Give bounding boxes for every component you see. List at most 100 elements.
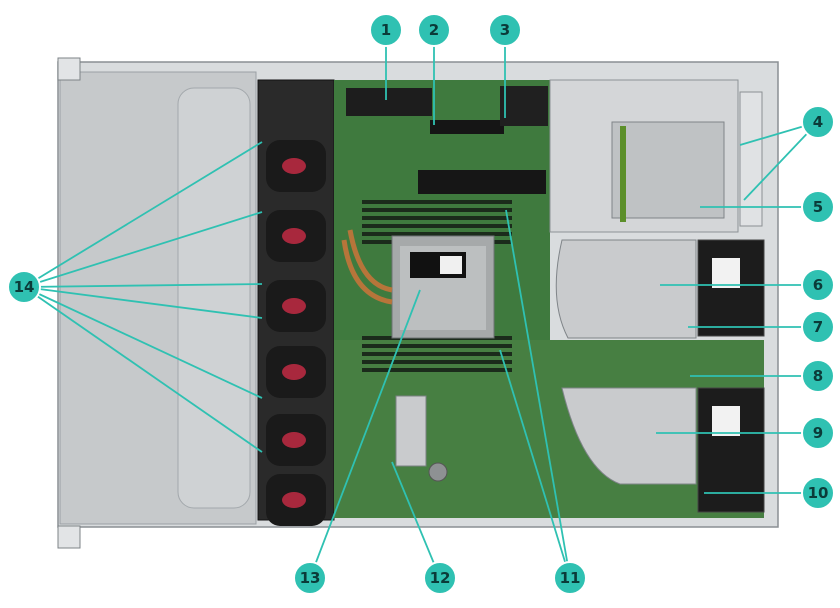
callout-4-label: 4 (813, 113, 823, 131)
callout-leader-lines (23, 30, 819, 579)
dimm-slot (362, 200, 512, 204)
fan-module (266, 474, 326, 526)
callout-11: 11 (553, 561, 587, 595)
callout-14-leader-line (23, 283, 263, 288)
callout-12-badge (423, 561, 457, 595)
callout-4-leader-line (743, 121, 819, 201)
dimm-slot (362, 224, 512, 228)
callout-14-leader-line (23, 286, 263, 319)
fan-hub (282, 432, 306, 448)
dimm-slot (362, 352, 512, 356)
heat-pipe (341, 239, 393, 305)
riser-cage-bracket (561, 387, 697, 485)
embedded-port-bracket (395, 395, 427, 467)
front-drive-bay-inner (177, 87, 251, 509)
callout-5: 5 (801, 190, 835, 224)
callout-14-leader-line (23, 286, 263, 453)
callout-1-label: 1 (381, 21, 391, 39)
callout-3-badge (488, 13, 522, 47)
dimm-slot (362, 344, 512, 348)
callout-13: 13 (293, 561, 327, 595)
callout-13-badge (293, 561, 327, 595)
callout-11-badge (553, 561, 587, 595)
fan-array (266, 140, 326, 526)
callout-8: 8 (801, 359, 835, 393)
riser-label (712, 406, 740, 436)
callout-6: 6 (801, 268, 835, 302)
heatsink-label-text-area (440, 256, 462, 274)
rear-drive-carrier (611, 121, 725, 219)
callout-2-label: 2 (429, 21, 439, 39)
callout-12-leader-line (391, 461, 441, 579)
callout-11-label: 11 (560, 569, 581, 587)
callout-14: 14 (7, 270, 41, 304)
front-ear-top (57, 57, 81, 81)
fan-module (266, 210, 326, 262)
callout-12: 12 (423, 561, 457, 595)
callout-1: 1 (369, 13, 403, 47)
callout-14-leader-line (23, 211, 263, 288)
heat-pipes (341, 229, 393, 305)
heat-pipe (347, 229, 393, 293)
callout-2-badge (417, 13, 451, 47)
callout-7-label: 7 (813, 318, 823, 336)
fan-module (266, 140, 326, 192)
callout-5-label: 5 (813, 198, 823, 216)
front-display-port (430, 120, 504, 134)
dimm-slot (362, 360, 512, 364)
callout-14-badge (7, 270, 41, 304)
callout-5-badge (801, 190, 835, 224)
callout-14-label: 14 (14, 278, 35, 296)
fan-module (266, 346, 326, 398)
fan-hub (282, 158, 306, 174)
callout-2: 2 (417, 13, 451, 47)
callout-13-leader-line (309, 289, 421, 579)
callout-14-leader-line (23, 141, 263, 288)
callout-10: 10 (801, 476, 835, 510)
callout-11-leader-line (505, 209, 571, 579)
callout-12-label: 12 (430, 569, 451, 587)
fan-hub (282, 298, 306, 314)
callout-14-leader-line (23, 286, 263, 399)
callout-3: 3 (488, 13, 522, 47)
rear-handle (739, 91, 763, 227)
callout-4: 4 (801, 105, 835, 139)
fan-module (266, 414, 326, 466)
front-ear-bottom (57, 525, 81, 549)
callout-13-label: 13 (300, 569, 321, 587)
callout-7: 7 (801, 310, 835, 344)
storage-controller-bracket (500, 86, 548, 126)
riser-cage-bracket (555, 239, 697, 339)
fan-hub (282, 492, 306, 508)
callout-10-badge (801, 476, 835, 510)
dimm-slot (362, 208, 512, 212)
callout-9-label: 9 (813, 424, 823, 442)
callout-11-leader-line (499, 349, 571, 579)
fan-module (266, 280, 326, 332)
callout-7-badge (801, 310, 835, 344)
callout-6-label: 6 (813, 276, 823, 294)
battery-backup-module (346, 88, 432, 116)
callout-10-label: 10 (808, 484, 829, 502)
callout-9: 9 (801, 416, 835, 450)
riser-label (712, 258, 740, 288)
dimm-slot (362, 368, 512, 372)
system-battery (428, 462, 448, 482)
rear-drive-green-strip (620, 126, 626, 222)
callout-9-badge (801, 416, 835, 450)
dimm-slot (362, 232, 512, 236)
dimm-slot (362, 216, 512, 220)
server-chassis (57, 57, 779, 549)
callout-8-badge (801, 359, 835, 393)
callout-8-label: 8 (813, 367, 823, 385)
callout-4-badge (801, 105, 835, 139)
fan-hub (282, 364, 306, 380)
processor-heatsink (391, 235, 495, 339)
fan-hub (282, 228, 306, 244)
callout-6-badge (801, 268, 835, 302)
black-connector-bar (418, 170, 546, 194)
callout-1-badge (369, 13, 403, 47)
callout-3-label: 3 (500, 21, 510, 39)
